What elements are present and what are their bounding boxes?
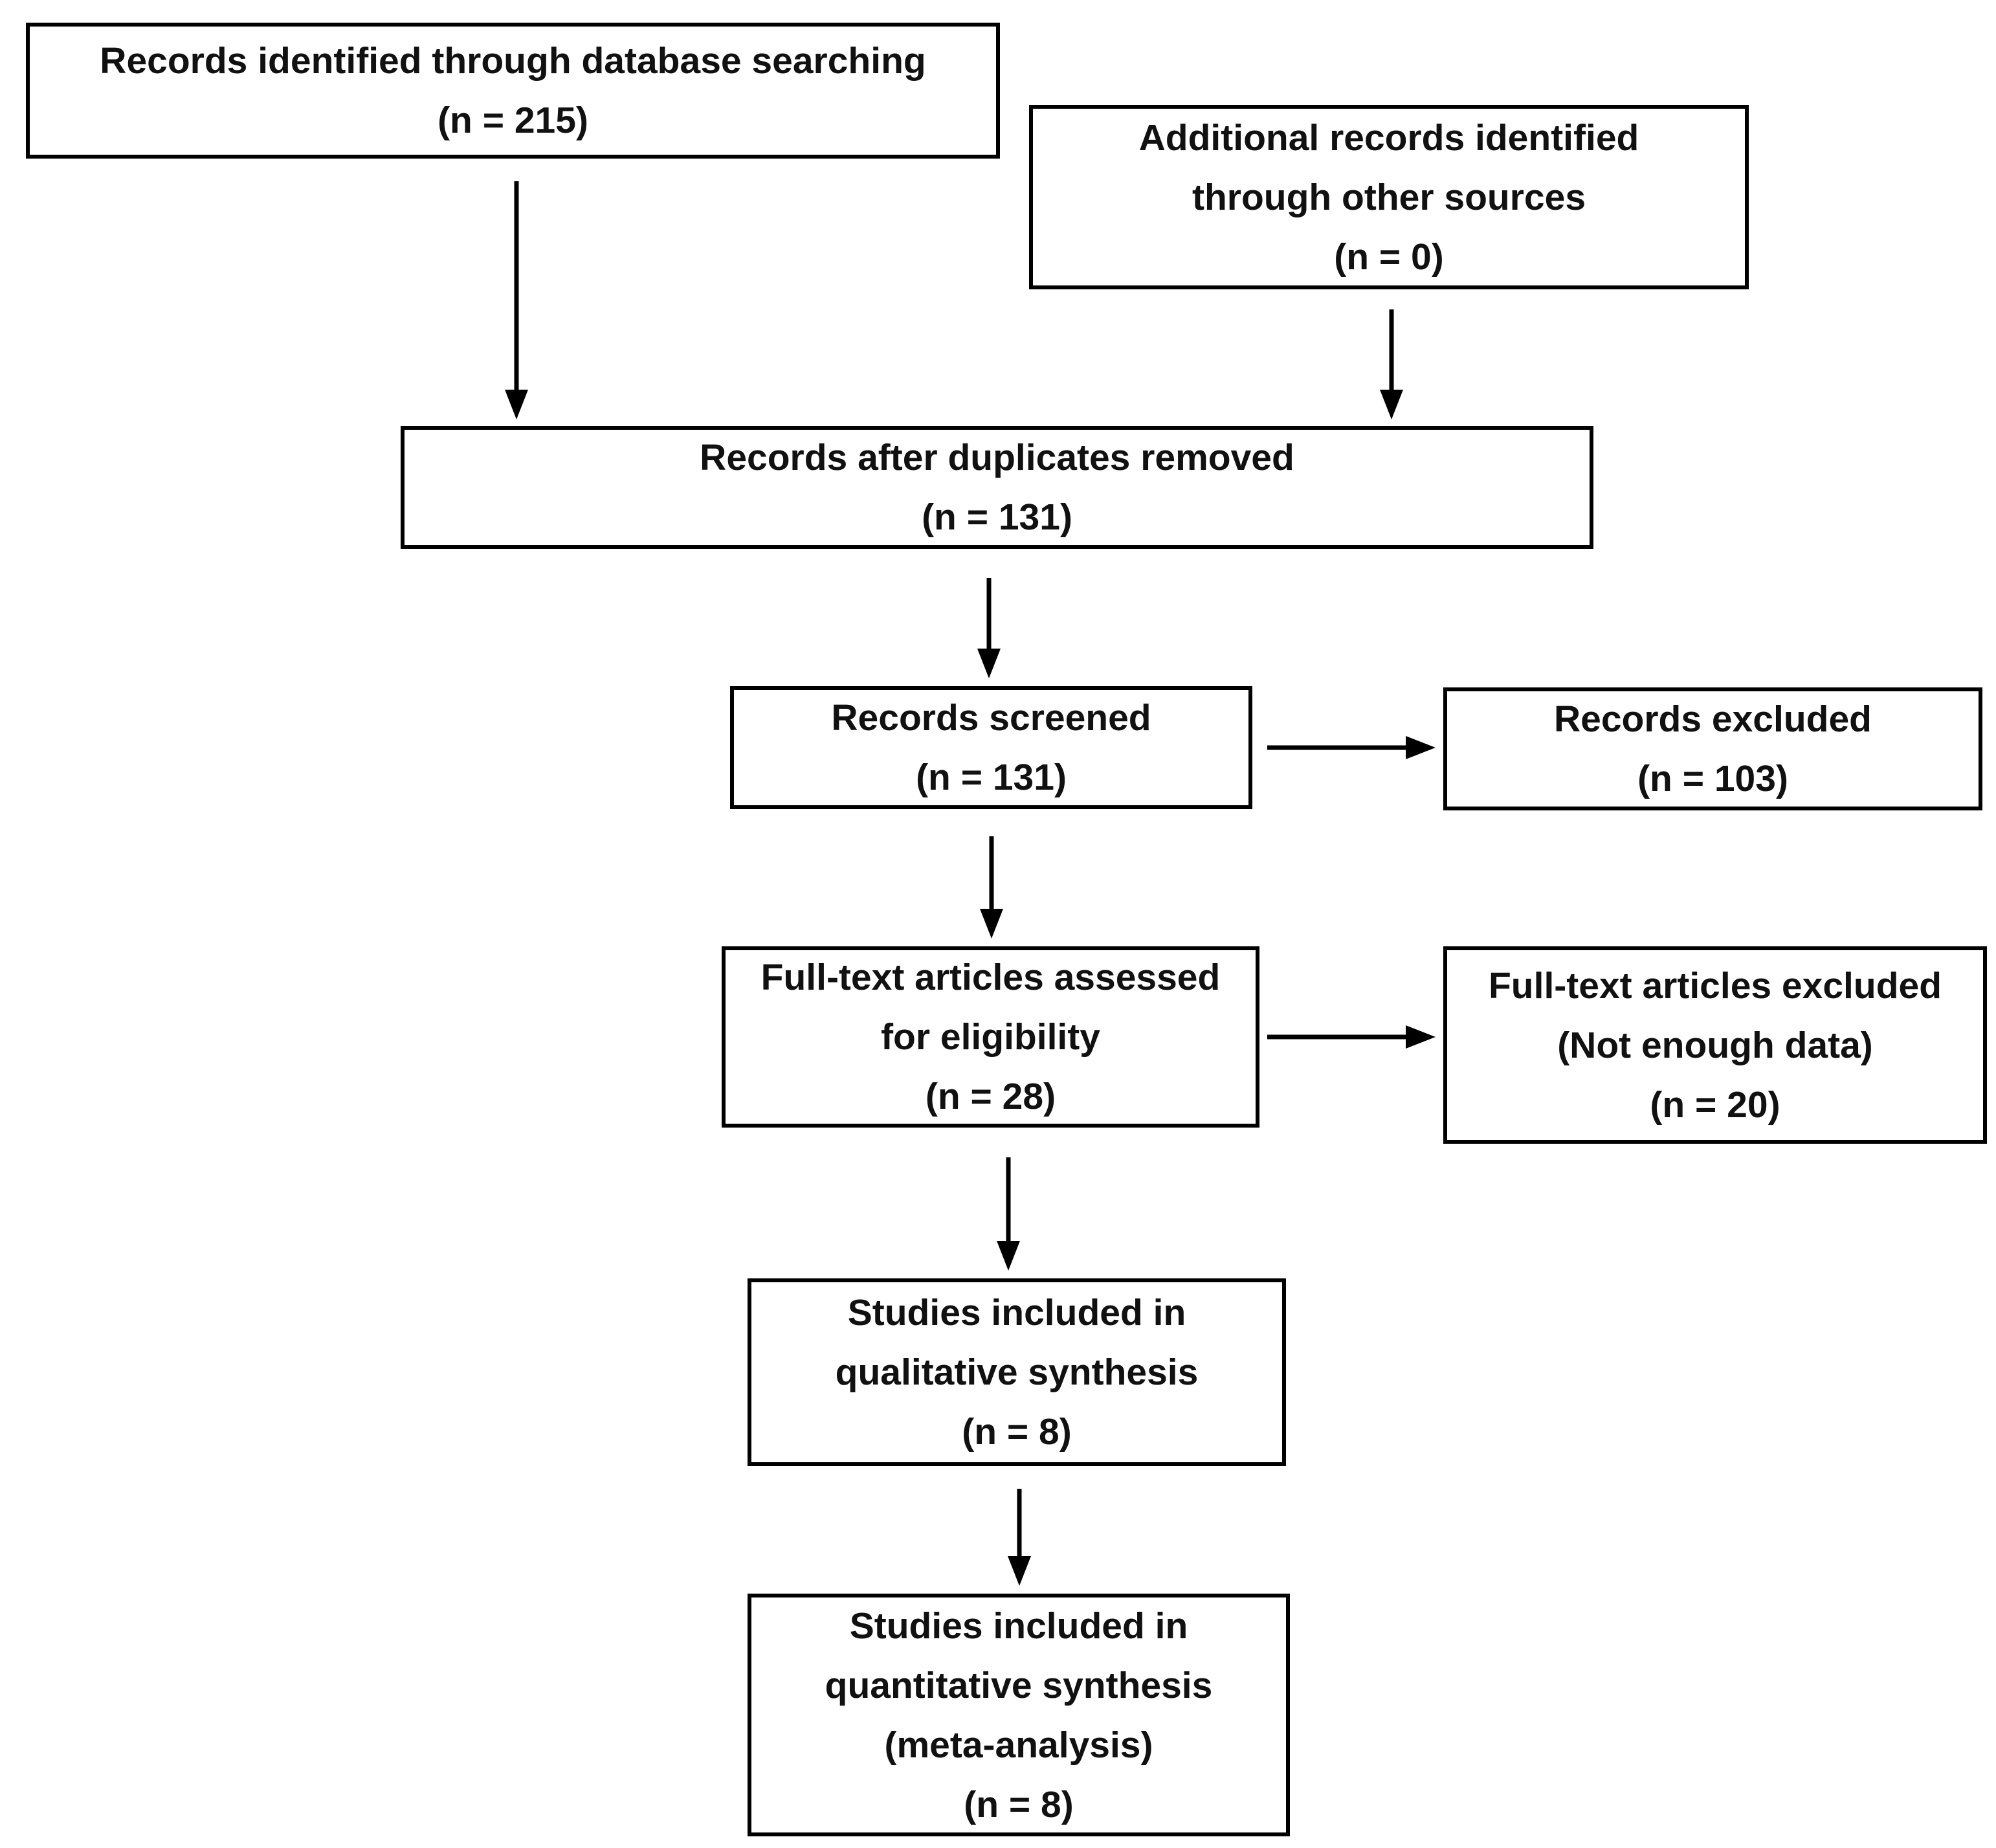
- box-additional-records-label-1: Additional records identified: [1138, 117, 1639, 159]
- arrow-screened-to-excluded-icon: [1267, 736, 1436, 759]
- box-fulltext-excluded-count: (n = 20): [1650, 1084, 1780, 1126]
- box-records-identified: Records identified through database sear…: [26, 23, 1000, 159]
- box-records-screened: Records screened (n = 131): [730, 686, 1252, 809]
- arrow-qualitative-to-quantitative-icon: [1008, 1489, 1031, 1586]
- box-fulltext-assessed-label-1: Full-text articles assessed: [760, 957, 1221, 998]
- arrow-fulltext-to-ft-excluded-icon: [1267, 1025, 1436, 1049]
- box-fulltext-excluded-reason: (Not enough data): [1557, 1024, 1873, 1066]
- box-fulltext-assessed: Full-text articles assessed for eligibil…: [722, 946, 1259, 1128]
- box-quantitative-synthesis-label-3: (meta-analysis): [884, 1724, 1153, 1766]
- arrow-identified-to-dedup-icon: [505, 181, 528, 419]
- arrow-dedup-to-screened-icon: [977, 578, 1001, 678]
- box-additional-records-label-2: through other sources: [1192, 176, 1586, 218]
- box-records-excluded-label: Records excluded: [1553, 698, 1872, 740]
- box-quantitative-synthesis-label-2: quantitative synthesis: [825, 1664, 1213, 1706]
- arrow-fulltext-to-qualitative-icon: [997, 1157, 1020, 1271]
- box-qualitative-synthesis-label-1: Studies included in: [847, 1292, 1186, 1333]
- box-quantitative-synthesis-count: (n = 8): [964, 1783, 1074, 1825]
- box-records-after-duplicates-count: (n = 131): [922, 496, 1072, 538]
- box-records-identified-label: Records identified through database sear…: [100, 40, 926, 82]
- box-fulltext-assessed-label-2: for eligibility: [881, 1016, 1100, 1058]
- box-quantitative-synthesis: Studies included in quantitative synthes…: [748, 1594, 1290, 1836]
- box-qualitative-synthesis-count: (n = 8): [962, 1411, 1072, 1453]
- arrow-additional-to-dedup-icon: [1380, 309, 1403, 419]
- box-records-screened-label: Records screened: [831, 697, 1151, 739]
- box-records-screened-count: (n = 131): [916, 757, 1067, 798]
- box-qualitative-synthesis: Studies included in qualitative synthesi…: [748, 1278, 1286, 1466]
- box-additional-records-count: (n = 0): [1334, 236, 1444, 278]
- box-records-after-duplicates: Records after duplicates removed (n = 13…: [401, 426, 1593, 549]
- box-quantitative-synthesis-label-1: Studies included in: [849, 1605, 1188, 1647]
- box-records-after-duplicates-label: Records after duplicates removed: [700, 437, 1294, 478]
- box-fulltext-assessed-count: (n = 28): [925, 1076, 1056, 1117]
- box-additional-records: Additional records identified through ot…: [1029, 105, 1749, 289]
- box-qualitative-synthesis-label-2: qualitative synthesis: [835, 1352, 1199, 1393]
- box-fulltext-excluded-label: Full-text articles excluded: [1488, 964, 1942, 1007]
- arrow-screened-to-fulltext-icon: [980, 836, 1003, 939]
- box-records-identified-count: (n = 215): [438, 100, 588, 141]
- box-records-excluded-count: (n = 103): [1637, 758, 1788, 799]
- box-records-excluded: Records excluded (n = 103): [1443, 687, 1982, 810]
- box-fulltext-excluded: Full-text articles excluded (Not enough …: [1443, 946, 1987, 1144]
